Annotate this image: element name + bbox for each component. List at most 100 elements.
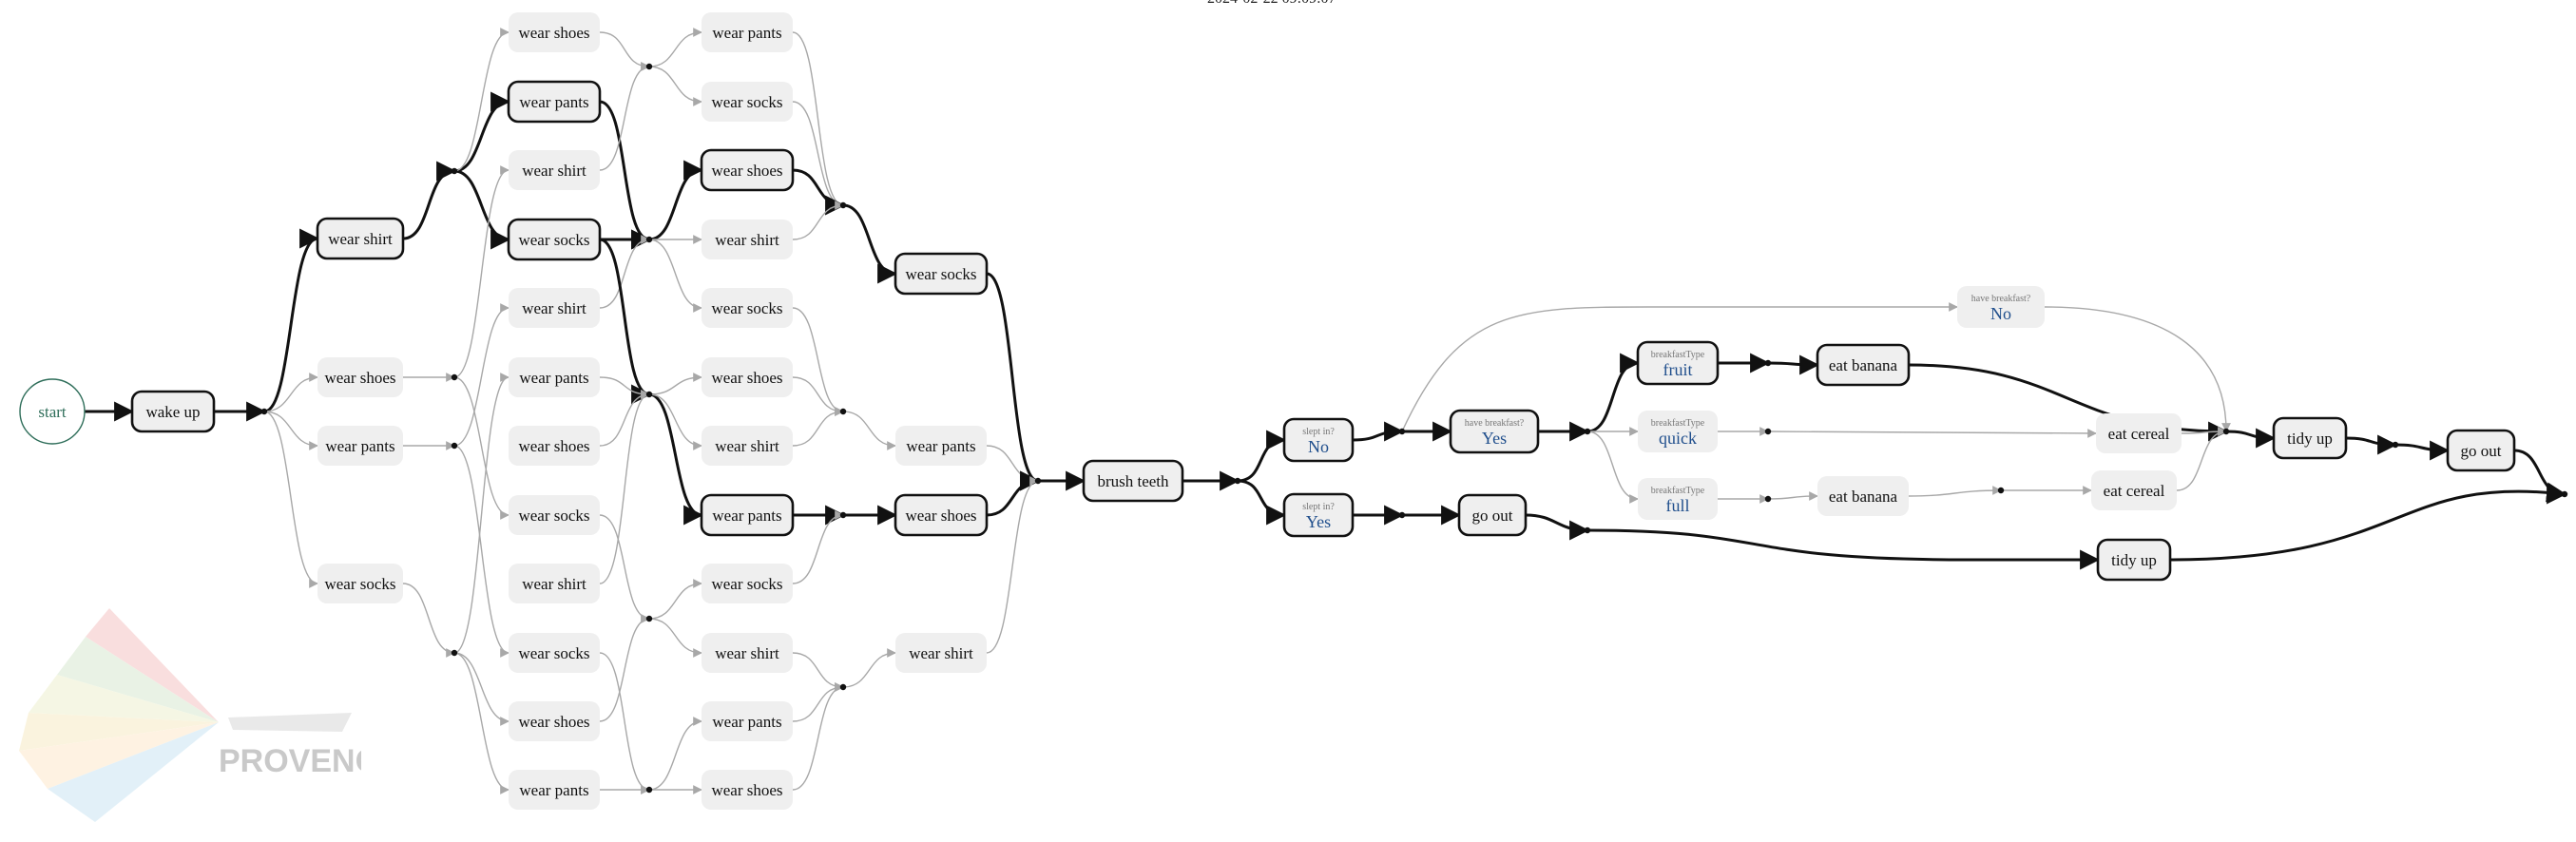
node-c3-socks-a: wear socks bbox=[702, 82, 793, 122]
junction-dot bbox=[1764, 495, 1772, 503]
junction-dot bbox=[839, 201, 847, 209]
edge-c1_shirt-to-ja bbox=[402, 161, 457, 240]
edge-ja-to-c2_shoes_a bbox=[453, 28, 509, 172]
node-label: wear pants bbox=[906, 437, 975, 455]
node-c2-shirt-a: wear shirt bbox=[509, 150, 600, 190]
node-label: wear shirt bbox=[328, 230, 393, 248]
node-label: wear socks bbox=[711, 575, 782, 593]
edge-c2_shirt_c-to-jz3 bbox=[599, 390, 650, 584]
edge-c2_shoes_c-to-jz4 bbox=[599, 614, 650, 722]
node-c2-shoes-b: wear shoes bbox=[509, 426, 600, 466]
decision-question: breakfastType bbox=[1651, 350, 1705, 360]
decision-value: quick bbox=[1659, 429, 1697, 448]
node-label: wear shoes bbox=[711, 162, 782, 180]
edge-c3_shoes_b-to-jy2 bbox=[792, 376, 844, 416]
node-label: wear shirt bbox=[715, 437, 779, 455]
node-label: tidy up bbox=[2111, 551, 2157, 569]
edge-jd-to-c2_pants_b bbox=[453, 373, 509, 654]
edge-jy4-to-c4_shirt bbox=[842, 648, 896, 688]
junction-dot bbox=[1764, 359, 1772, 367]
edge-jz3-to-c3_shirt_b bbox=[648, 393, 702, 450]
junction-dot bbox=[1584, 526, 1591, 534]
junction-dot bbox=[645, 615, 653, 622]
edge-c2_socks_c-to-jz5 bbox=[599, 652, 650, 794]
node-label: wear shoes bbox=[518, 713, 589, 731]
decision-question: have breakfast? bbox=[1465, 418, 1525, 429]
node-label: wear shirt bbox=[715, 231, 779, 249]
edge-ja-to-c2_pants_a bbox=[453, 91, 511, 173]
node-label: wear shoes bbox=[518, 437, 589, 455]
decision-slept-yes: slept in?Yes bbox=[1282, 492, 1355, 538]
node-c3-pants-c: wear pants bbox=[702, 701, 793, 741]
decision-breakfast-yes: have breakfast?Yes bbox=[1449, 409, 1540, 454]
node-label: wear shirt bbox=[522, 575, 586, 593]
junction-dot bbox=[1584, 428, 1591, 435]
node-label: wear pants bbox=[519, 369, 588, 387]
node-label: eat cereal bbox=[2104, 482, 2165, 500]
edge-jz4-to-c3_socks_c bbox=[648, 579, 702, 620]
edge-c3_shirt_b-to-jy2 bbox=[792, 407, 844, 447]
node-label: wear socks bbox=[518, 507, 589, 525]
decision-question: slept in? bbox=[1302, 502, 1335, 512]
edge-jb-to-c2_shirt_a bbox=[453, 165, 509, 378]
edge-jz5-to-c3_pants_c bbox=[648, 717, 702, 791]
node-label: wear pants bbox=[712, 713, 781, 731]
node-eat-cereal-b: eat cereal bbox=[2091, 470, 2177, 510]
junction-dot bbox=[645, 391, 653, 398]
edge-breakfast_no-to-jo bbox=[2044, 306, 2231, 432]
edge-jc-to-c2_socks_c bbox=[453, 445, 509, 658]
node-c3-pants-b: wear pants bbox=[700, 493, 795, 537]
decision-value: fruit bbox=[1663, 360, 1693, 379]
junction-dot bbox=[839, 683, 847, 691]
edge-j0-to-c1_socks bbox=[263, 411, 318, 588]
junction-dot bbox=[2561, 490, 2568, 498]
node-c2-shoes-a: wear shoes bbox=[509, 12, 600, 52]
junction-dot bbox=[1234, 477, 1241, 485]
edge-jn-to-tidy_up_b bbox=[1586, 528, 2101, 570]
decision-question: breakfastType bbox=[1651, 486, 1705, 496]
node-label: wear socks bbox=[324, 575, 395, 593]
node-label: wear shirt bbox=[909, 644, 973, 662]
node-label: wear shoes bbox=[518, 24, 589, 42]
junction-dot bbox=[2222, 428, 2230, 435]
logo-text: PROVENGO bbox=[219, 743, 361, 779]
node-label: wear shirt bbox=[715, 644, 779, 662]
node-c2-pants-a: wear pants bbox=[507, 80, 602, 124]
edge-jz3-to-c3_shoes_b bbox=[648, 373, 702, 395]
node-label: wear shirt bbox=[522, 299, 586, 317]
junction-dot bbox=[1398, 511, 1406, 519]
edge-jy1-to-c4_socks bbox=[842, 203, 898, 284]
junction-dot bbox=[2392, 441, 2399, 449]
node-label: eat cereal bbox=[2108, 425, 2170, 443]
node-brush-teeth: brush teeth bbox=[1082, 459, 1184, 503]
edge-c2_shoes_b-to-jz3 bbox=[599, 390, 650, 447]
node-c3-socks-b: wear socks bbox=[702, 288, 793, 328]
edge-eat_banana_b-to-jp bbox=[1908, 486, 2002, 497]
node-label: wear socks bbox=[518, 644, 589, 662]
decision-value: No bbox=[1990, 304, 2011, 323]
junction-dot bbox=[1398, 428, 1406, 435]
edge-c3_shirt_c-to-jy4 bbox=[792, 652, 844, 692]
node-c2-shirt-b: wear shirt bbox=[509, 288, 600, 328]
junction-dot bbox=[260, 408, 268, 415]
edge-jz1-to-c3_pants_a bbox=[648, 28, 702, 67]
node-c3-socks-c: wear socks bbox=[702, 564, 793, 603]
edge-c2_shirt_a-to-jz1 bbox=[599, 62, 650, 171]
node-tidy-up-a: tidy up bbox=[2272, 416, 2348, 460]
decision-breakfast-no: have breakfast?No bbox=[1957, 286, 2045, 328]
node-label: wake up bbox=[145, 403, 200, 421]
node-c1-shirt: wear shirt bbox=[316, 217, 405, 260]
node-go-out-b: go out bbox=[2446, 429, 2516, 472]
edges-layer bbox=[84, 28, 2567, 794]
node-c4-pants: wear pants bbox=[895, 426, 987, 466]
edge-c3_shirt_a-to-jy1 bbox=[792, 201, 844, 240]
node-c3-shirt-b: wear shirt bbox=[702, 426, 793, 466]
junction-dot bbox=[451, 167, 458, 175]
node-label: wear shirt bbox=[522, 162, 586, 180]
decision-question: have breakfast? bbox=[1971, 294, 2031, 304]
node-c4-socks: wear socks bbox=[894, 252, 989, 296]
edge-slept_no-to-jv bbox=[1352, 421, 1405, 442]
